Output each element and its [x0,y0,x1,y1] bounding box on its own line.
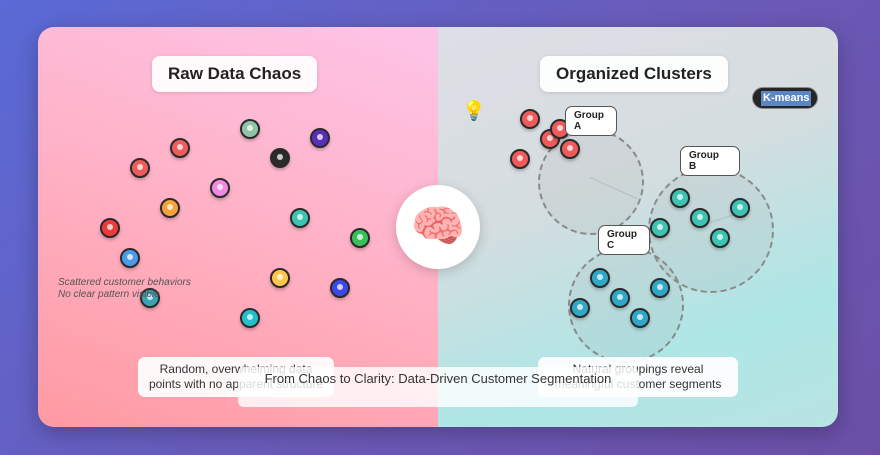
group-c-label-line2: C [607,240,615,251]
cluster-c-point [590,268,610,288]
group-b-label-line1: Group [689,150,719,161]
group-b-label-line2: B [689,161,697,172]
footer-title: From Chaos to Clarity: Data-Driven Custo… [238,367,638,407]
scatter-note-line2: No clear pattern visible [58,289,160,300]
scatter-point [140,288,160,308]
scatter-point [160,198,180,218]
cluster-b-point [650,218,670,238]
scatter-note-line1: Scattered customer behaviors [58,277,191,288]
cluster-c-point [610,288,630,308]
group-a-label: Group A [565,106,617,136]
group-b-label: Group B [680,146,740,176]
scatter-point [120,248,140,268]
scatter-point [240,119,260,139]
lightbulb-icon: 💡 [462,101,486,122]
scatter-point [240,308,260,328]
scatter-point [100,218,120,238]
scatter-point [330,278,350,298]
scatter-point [270,268,290,288]
group-c-label-line1: Group [607,229,637,240]
scatter-point [290,208,310,228]
cluster-b-point [690,208,710,228]
kmeans-badge: K-means [752,87,818,109]
group-c-label: Group C [598,225,650,255]
raw-data-title: Raw Data Chaos [152,56,318,92]
scatter-point [130,158,150,178]
cluster-b-point [730,198,750,218]
scatter-point [210,178,230,198]
cluster-a-point [510,149,530,169]
cluster-a-point [520,109,540,129]
organized-clusters-title: Organized Clusters [540,56,728,92]
diagram-card: Raw Data Chaos Organized Clusters K-mean… [38,27,838,427]
kmeans-badge-label: K-means [761,91,812,106]
scatter-point [350,228,370,248]
cluster-a-point [560,139,580,159]
cluster-c-point [630,308,650,328]
cluster-b-point [710,228,730,248]
cluster-c-point [650,278,670,298]
scatter-point [310,128,330,148]
cluster-b-point [670,188,690,208]
scatter-point [170,138,190,158]
scatter-note: Scattered customer behaviors No clear pa… [58,277,191,301]
cluster-c-point [570,298,590,318]
group-a-label-line1: Group [574,110,604,121]
group-a-label-line2: A [574,121,582,132]
brain-icon: 🧠 [396,185,480,269]
scatter-point [270,148,290,168]
